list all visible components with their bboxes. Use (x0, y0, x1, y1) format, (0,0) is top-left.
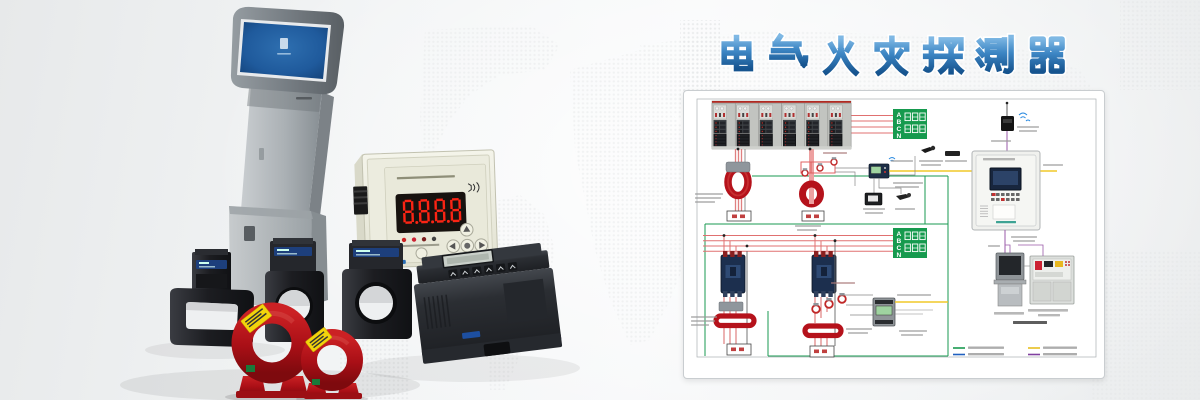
svg-text:B: B (897, 238, 902, 245)
svg-text:A: A (897, 112, 902, 119)
svg-text:B: B (897, 119, 902, 126)
svg-text:C: C (897, 245, 902, 252)
svg-text:A: A (897, 231, 902, 238)
svg-text:C: C (897, 126, 902, 133)
svg-text:N: N (897, 133, 902, 140)
svg-text:N: N (897, 252, 902, 259)
